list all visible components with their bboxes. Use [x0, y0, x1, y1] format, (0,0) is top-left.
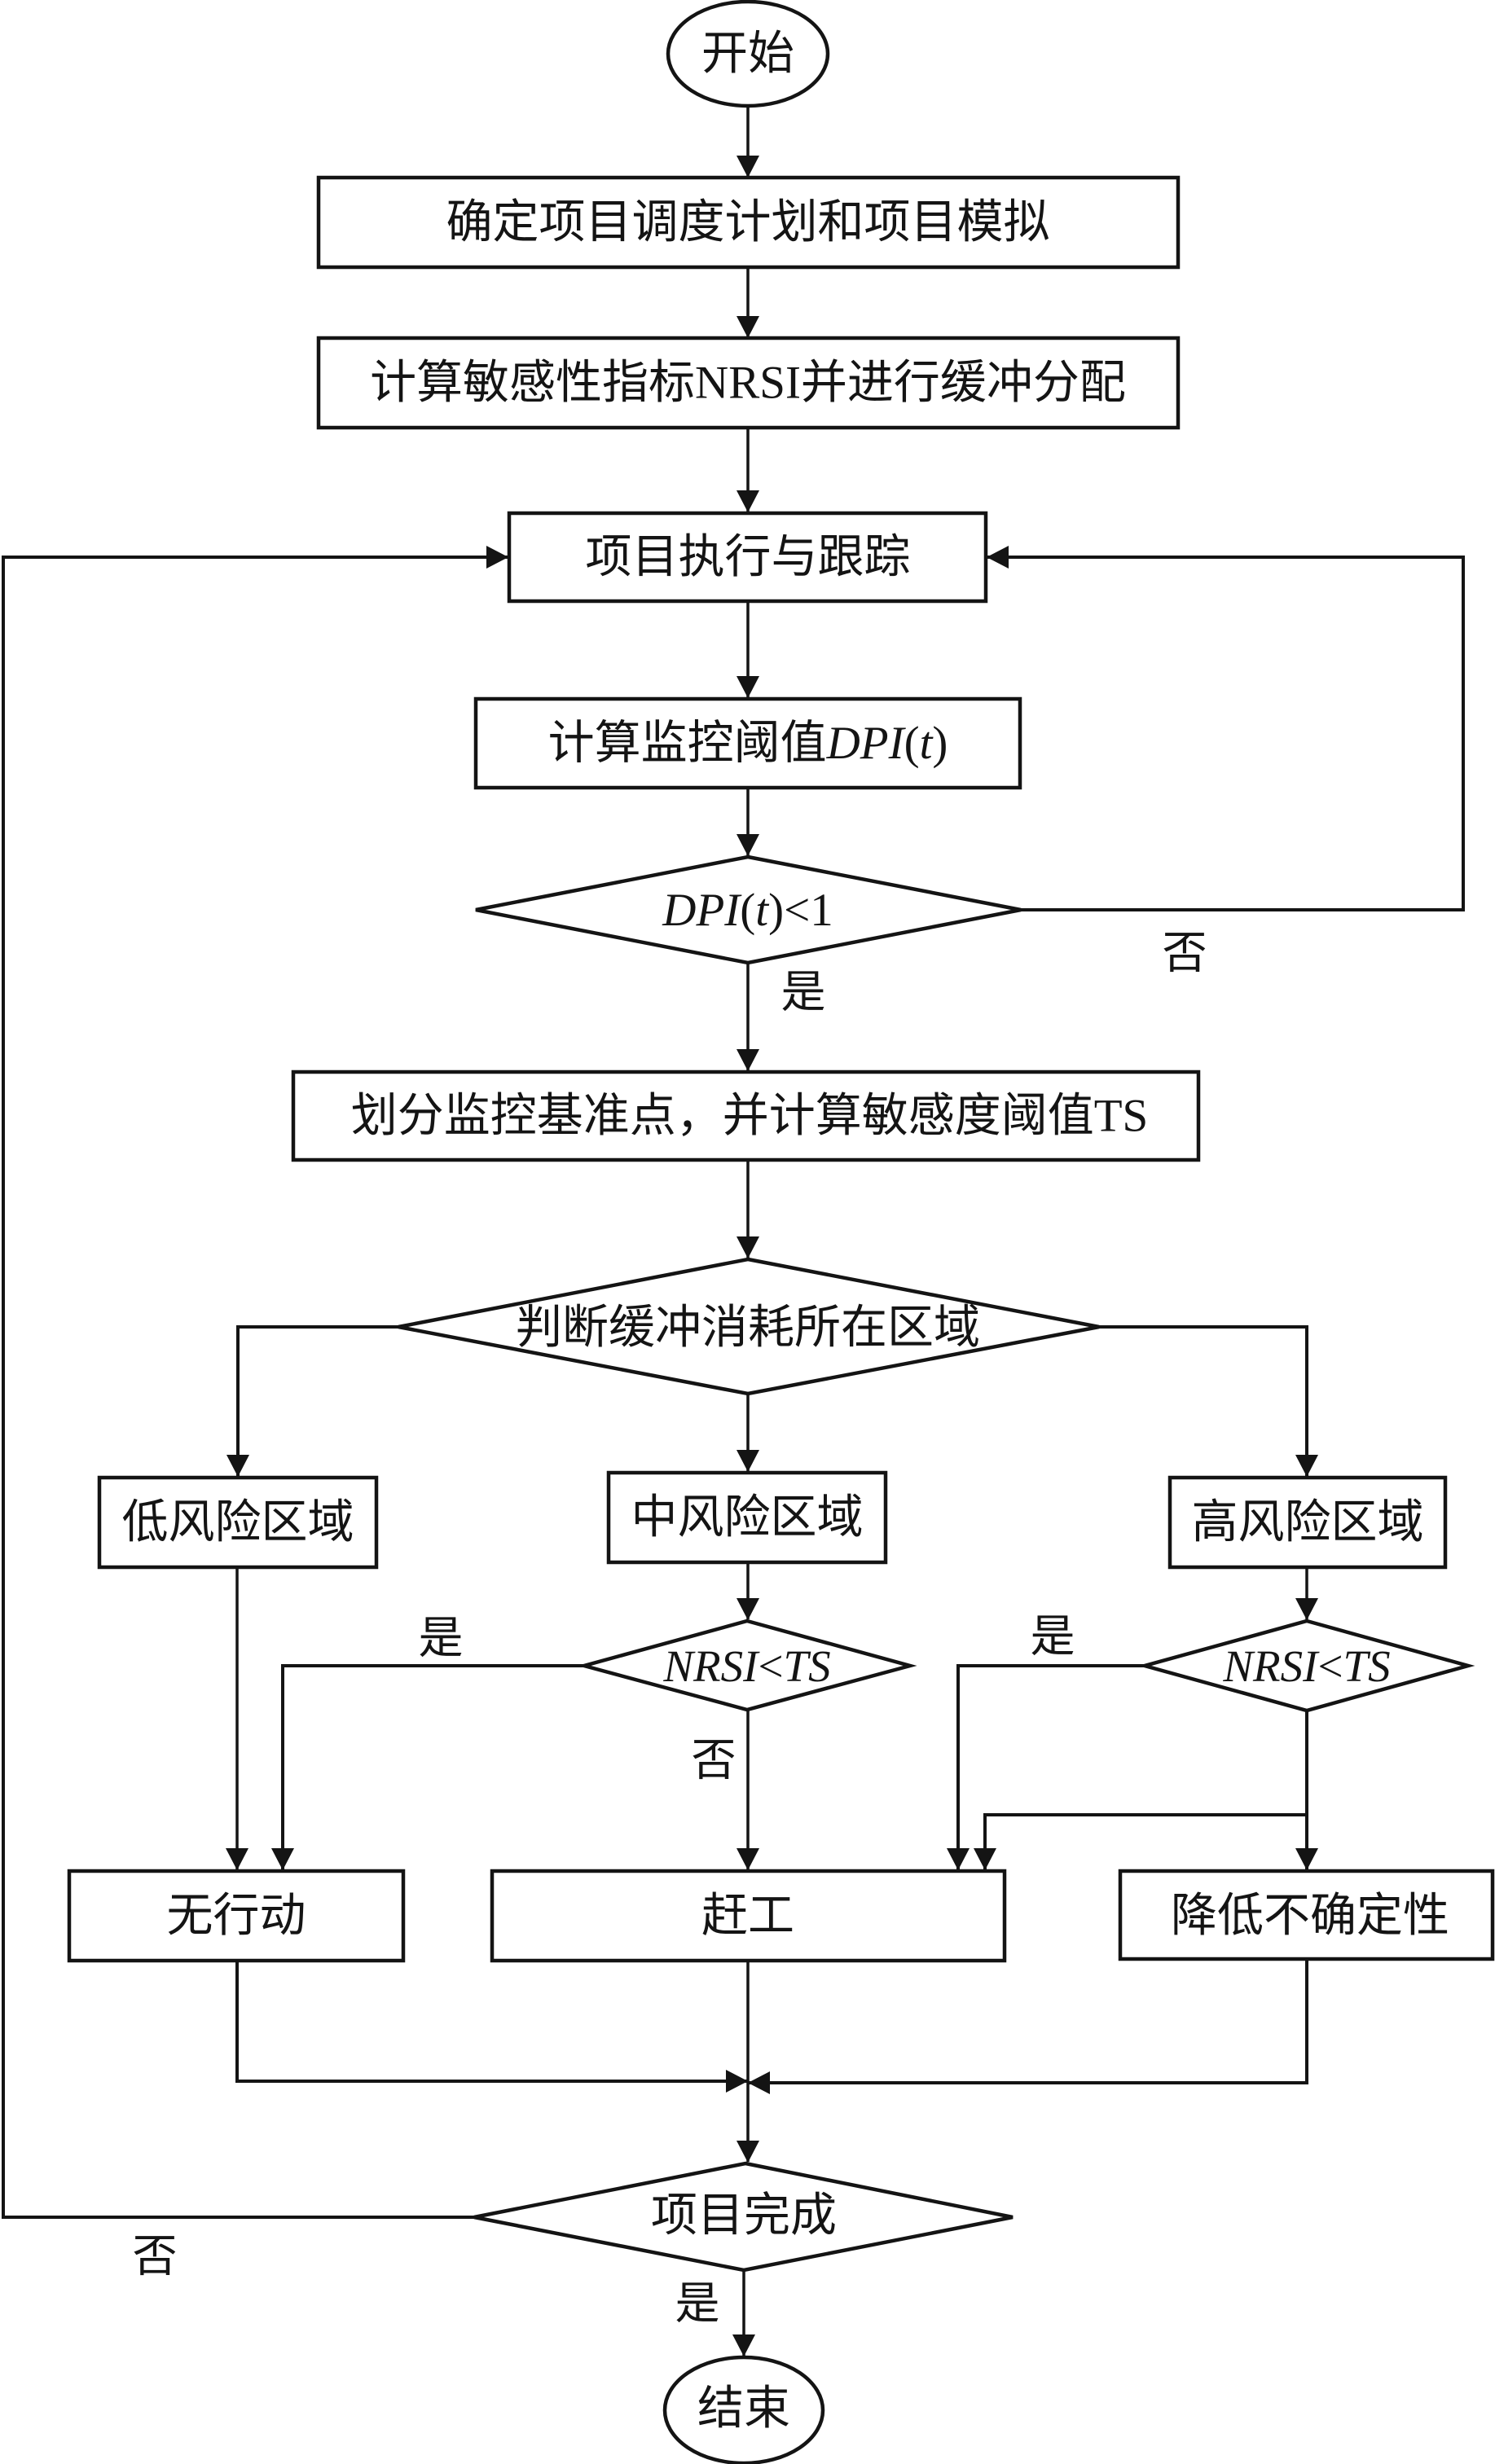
check-high-label: NRSI<TS — [1222, 1641, 1390, 1691]
check-mid-label: NRSI<TS — [662, 1641, 830, 1691]
reduce-uncertainty-box — [1118, 1869, 1495, 1961]
no-action-box — [67, 1869, 406, 1963]
compute-nrsi-label: 计算敏感性指标NRSI并进行缓冲分配 — [370, 358, 1126, 409]
less-than-one: <1 — [784, 885, 833, 936]
paren-close: ) — [768, 885, 784, 936]
low-risk-box — [97, 1475, 379, 1570]
start-terminal — [666, 0, 830, 108]
dpi-yes-label: 是 — [780, 968, 825, 1017]
crash-box — [490, 1869, 1007, 1963]
nrsi-symbol: NRSI — [662, 1641, 760, 1691]
dpi-no-label: 否 — [1162, 929, 1207, 978]
dpi-symbol: DPI — [826, 718, 907, 769]
partition-ts-box — [291, 1069, 1201, 1162]
project-complete-label: 项目完成 — [651, 2190, 837, 2242]
complete-yes-label: 是 — [675, 2279, 719, 2329]
edge-check-dpi-no-loop — [987, 546, 1465, 911]
high-yes-label: 是 — [1030, 1612, 1075, 1662]
dpi-symbol: DPI — [662, 885, 742, 936]
mid-risk-box — [606, 1470, 888, 1565]
paren-open: ( — [904, 718, 920, 769]
less-than: < — [1317, 1641, 1343, 1691]
determine-schedule-label: 确定项目调度计划和项目模拟 — [446, 197, 1050, 248]
partition-ts-label: 划分监控基准点，并计算敏感度阈值TS — [351, 1091, 1149, 1142]
edge-no-action-to-merge — [235, 1961, 748, 2093]
nrsi-symbol: NRSI — [1222, 1641, 1320, 1691]
compute-dpi-label: 计算监控阈值DPI(t) — [548, 718, 948, 769]
end-terminal — [662, 2355, 825, 2464]
mid-yes-label: 是 — [418, 1614, 463, 1663]
t-symbol: t — [755, 885, 769, 936]
ts-symbol: TS — [1343, 1641, 1391, 1691]
less-than: < — [758, 1641, 783, 1691]
edge-check-high-yes — [947, 1664, 1145, 1870]
edge-judge-to-high — [1099, 1325, 1318, 1477]
edge-judge-to-low — [226, 1325, 398, 1477]
paren-open: ( — [740, 885, 755, 936]
paren-close: ) — [932, 718, 948, 769]
execute-track-box — [507, 511, 988, 604]
judge-zone-label: 判断缓冲消耗所在区域 — [516, 1302, 980, 1354]
complete-no-label: 否 — [132, 2232, 177, 2282]
compute-nrsi-box — [316, 336, 1181, 430]
edge-check-mid-yes — [271, 1664, 584, 1870]
ts-symbol: TS — [784, 1641, 831, 1691]
edge-check-high-to-crash — [974, 1813, 1307, 1870]
high-risk-box — [1167, 1475, 1448, 1570]
start-label: 开始 — [701, 29, 794, 80]
execute-track-label: 项目执行与跟踪 — [586, 532, 911, 583]
low-risk-label: 低风险区域 — [122, 1497, 354, 1548]
edge-reduce-to-merge — [748, 1959, 1308, 2094]
no-action-label: 无行动 — [167, 1891, 306, 1942]
mid-risk-label: 中风险区域 — [631, 1492, 864, 1544]
t-symbol: t — [920, 718, 934, 769]
crash-label: 赶工 — [701, 1891, 794, 1942]
compute-dpi-text: 计算监控阈值 — [548, 718, 827, 769]
edge-complete-no-loop — [2, 546, 508, 2219]
end-label: 结束 — [697, 2383, 790, 2435]
high-risk-label: 高风险区域 — [1192, 1497, 1424, 1548]
determine-schedule-box — [316, 175, 1181, 270]
check-dpi-label: DPI(t)<1 — [662, 885, 833, 936]
reduce-uncertainty-label: 降低不确定性 — [1171, 1891, 1449, 1942]
mid-no-label: 否 — [691, 1736, 736, 1785]
